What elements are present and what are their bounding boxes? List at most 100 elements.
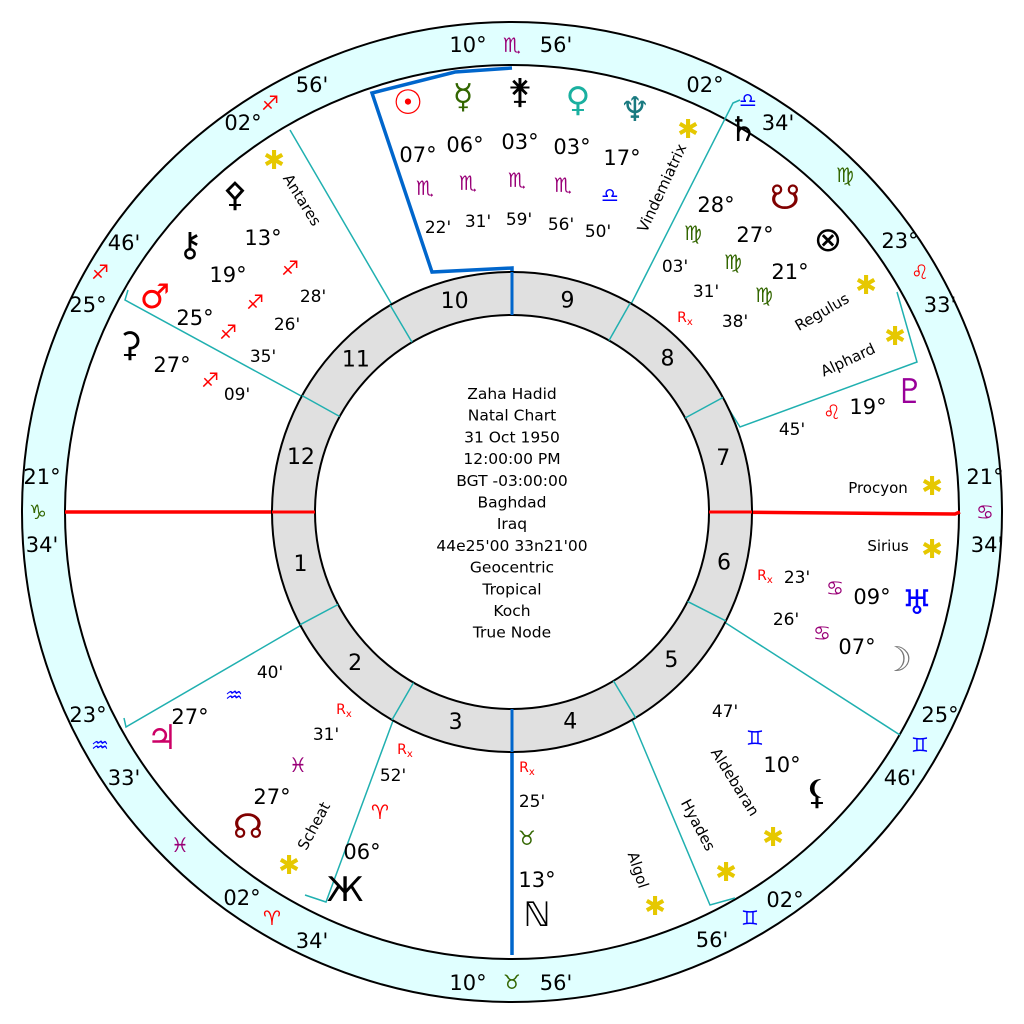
house-cusp-lines <box>272 272 752 752</box>
south-node-icon: ☋ <box>770 178 800 218</box>
planet-venus[interactable]: ♀03°♏56' <box>548 80 591 235</box>
planet-neptune[interactable]: ♆17°♎50' <box>585 90 650 242</box>
planet-pallas[interactable]: ⚴13°♐28' <box>223 175 327 307</box>
planet-minutes: 03' <box>662 257 688 277</box>
moon-icon: ☽ <box>882 640 912 680</box>
house-number: 10 <box>441 289 469 314</box>
cusp-sign-icon: ♐ <box>261 91 279 115</box>
cusp-degree: 10° <box>449 971 486 995</box>
planet-degree: 13° <box>518 868 555 892</box>
planet-eris[interactable]: Ж06°♈52'Rx <box>327 742 413 910</box>
planet-minutes: 09' <box>224 385 250 405</box>
chart-info-line: 44e25'00 33n21'00 <box>436 537 587 555</box>
star-icon: ✱ <box>921 535 943 565</box>
cusp-degree: 23° <box>69 703 106 727</box>
star-icon: ✱ <box>644 892 666 922</box>
planet-sign-icon: ♉ <box>518 826 536 850</box>
cusp-degree: 21° <box>23 465 60 489</box>
fixed-star-procyon[interactable]: ✱Procyon <box>848 472 943 502</box>
fixed-star-sirius[interactable]: ✱Sirius <box>867 535 943 565</box>
planet-degree: 06° <box>343 840 380 864</box>
planet-part-of-fortune[interactable]: ⊗21°♍38' <box>722 220 842 332</box>
chart-info-line: Geocentric <box>470 559 554 577</box>
planet-juno[interactable]: ⚵03°♏59' <box>501 72 538 230</box>
planet-sun[interactable]: ☉07°♏22' <box>393 83 451 238</box>
star-icon: ✱ <box>762 823 784 853</box>
planet-degree: 27° <box>153 353 190 377</box>
planet-minutes: 59' <box>506 210 532 230</box>
house-number: 5 <box>664 648 678 673</box>
planet-vertex[interactable]: ℕ13°♉25'Rx <box>518 760 556 935</box>
center-circle <box>314 314 710 710</box>
planet-sign-icon: ♍ <box>755 283 773 307</box>
cusp-sign-icon: ♌ <box>911 260 929 284</box>
planet-sign-icon: ♐ <box>281 256 299 280</box>
planet-sign-icon: ♎ <box>601 183 619 207</box>
house-number: 9 <box>561 289 575 314</box>
star-icon: ✱ <box>884 322 906 352</box>
planet-sign-icon: ♏ <box>554 173 572 197</box>
chiron-icon: ⚷ <box>178 225 203 265</box>
cusp-degree: 02° <box>224 111 261 135</box>
cusp-sign-icon: ♏ <box>503 33 521 57</box>
planet-minutes: 26' <box>773 610 799 630</box>
house-number: 7 <box>716 446 730 471</box>
planet-minutes: 28' <box>300 287 326 307</box>
pallas-icon: ⚴ <box>223 175 248 215</box>
planet-minutes: 56' <box>548 215 574 235</box>
cusp-sign-icon: ♊ <box>741 906 759 930</box>
ceres-icon: ⚳ <box>118 325 143 365</box>
cusp-extension-line <box>123 619 311 729</box>
cusp-sign-icon: ♋ <box>976 500 994 524</box>
planet-degree: 19° <box>209 263 246 287</box>
planet-minutes: 52' <box>380 766 406 786</box>
planet-saturn[interactable]: ♄28°♍03'Rx <box>662 110 758 328</box>
planet-degree: 28° <box>697 193 734 217</box>
planet-moon[interactable]: ☽07°♋26' <box>773 610 912 680</box>
cusp-minutes: 34' <box>296 929 329 953</box>
planet-north-node[interactable]: ☊27°♓31'Rx <box>233 702 352 847</box>
planet-pluto[interactable]: ♇19°♌45' <box>779 372 925 440</box>
star-icon: ✱ <box>715 858 737 888</box>
planet-mars[interactable]: ♂25°♐35' <box>140 277 276 367</box>
cusp-minutes: 46' <box>108 231 141 255</box>
cusp-minutes: 33' <box>924 293 957 317</box>
cusp-minutes: 56' <box>696 928 729 952</box>
cusp-minutes: 34' <box>762 111 795 135</box>
planet-mercury[interactable]: ☿06°♏31' <box>446 77 491 232</box>
planet-chiron[interactable]: ⚷19°♐26' <box>178 225 301 335</box>
planet-sign-icon: ♏ <box>508 168 526 192</box>
planet-south-node[interactable]: ☋27°♍31' <box>693 178 800 302</box>
planet-jupiter[interactable]: ♃27°♒40' <box>147 663 283 758</box>
planet-degree: 19° <box>849 395 886 419</box>
planet-sign-icon: ♐ <box>219 320 237 344</box>
chart-info-line: Tropical <box>481 580 541 598</box>
house-number: 8 <box>660 347 674 372</box>
house-cusp-line <box>389 304 413 343</box>
planet-degree: 27° <box>253 785 290 809</box>
planet-sign-icon: ♐ <box>246 290 264 314</box>
cusp-minutes: 34' <box>26 533 59 557</box>
cusp-degree: 02° <box>223 886 260 910</box>
house-number: 11 <box>342 347 370 372</box>
star-icon: ✱ <box>263 146 285 176</box>
planet-sign-icon: ♍ <box>724 250 742 274</box>
eris-icon: Ж <box>327 870 364 910</box>
star-icon: ✱ <box>278 851 300 881</box>
planet-ceres[interactable]: ⚳27°♐09' <box>118 325 251 405</box>
cusp-degree: 25° <box>69 293 106 317</box>
planet-minutes: 31' <box>313 725 339 745</box>
chart-info-line: Iraq <box>497 515 527 533</box>
cusp-sign-icon: ♒ <box>91 733 109 757</box>
cusp-minutes: 46' <box>884 766 917 790</box>
vertex-icon: ℕ <box>523 895 550 935</box>
planet-degree: 03° <box>501 130 538 154</box>
jupiter-icon: ♃ <box>147 718 177 758</box>
cusp-sign-icon: ♊ <box>911 733 929 757</box>
chart-info-line: 31 Oct 1950 <box>464 428 560 446</box>
house-cusp-line <box>299 603 339 626</box>
house-number: 12 <box>287 445 315 470</box>
planet-sign-icon: ♊ <box>746 726 764 750</box>
cusp-labels: 10° ♏ 56' 02° ♎ 34' 23° ♌ 33' 21° ♋ 34' 25° ♊ 46' 02° ♊ 5… <box>23 33 1003 995</box>
planet-lilith[interactable]: ⚸10°♊47' <box>712 702 830 813</box>
